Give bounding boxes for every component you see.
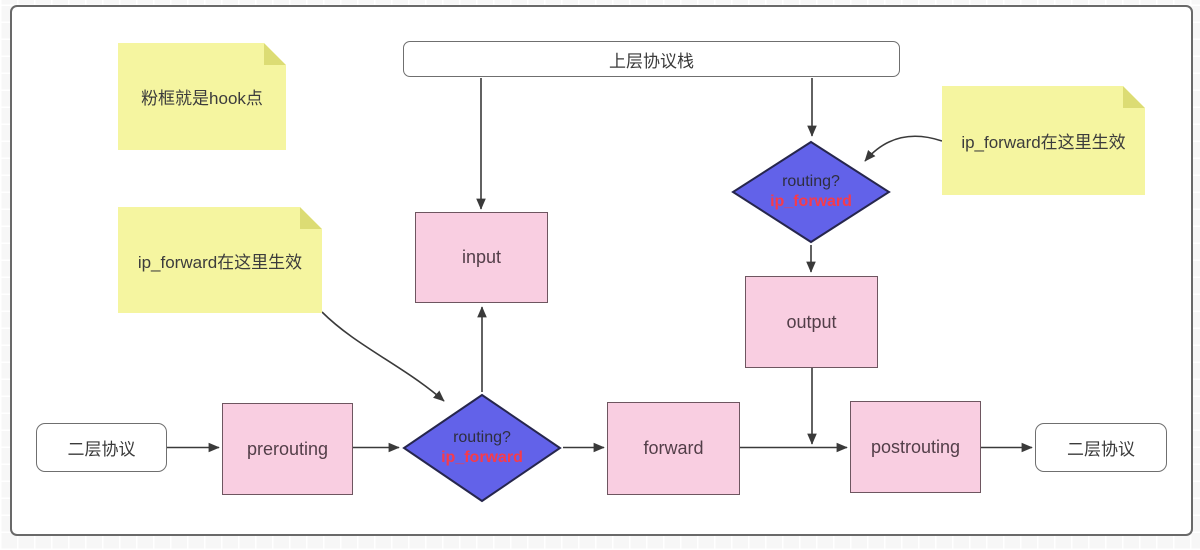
node-hook-prerouting: prerouting: [222, 403, 353, 495]
sticky-note-right-text: ip_forward在这里生效: [961, 133, 1126, 152]
diamond-shape: [402, 393, 562, 503]
node-hook-input: input: [415, 212, 548, 303]
node-postrouting-label: postrouting: [870, 436, 961, 457]
node-forward-label: forward: [643, 438, 704, 458]
node-layer2-right-label: 二层协议: [1067, 440, 1135, 459]
node-hook-forward: forward: [607, 402, 740, 495]
diamond-shape: [731, 140, 891, 244]
decision-routing-upper: routing? ip_forward: [731, 140, 891, 244]
node-layer2-protocol-left: 二层协议: [36, 423, 167, 472]
sticky-note-ipforward-right: ip_forward在这里生效: [942, 86, 1145, 195]
sticky-note-left-text: ip_forward在这里生效: [137, 252, 303, 272]
node-upper-protocol-stack-label: 上层协议栈: [609, 51, 694, 71]
decision-upper-question: routing?: [782, 173, 840, 190]
node-layer2-left-label: 二层协议: [67, 440, 136, 459]
node-hook-output: output: [745, 276, 878, 368]
node-hook-postrouting: postrouting: [850, 401, 981, 493]
sticky-note-hook: 粉框就是hook点: [118, 43, 286, 150]
node-upper-protocol-stack: 上层协议栈: [403, 41, 900, 77]
node-output-label: output: [786, 311, 837, 332]
decision-upper-annotation: ip_forward: [770, 193, 852, 210]
sticky-note-hook-text: 粉框就是hook点: [141, 89, 263, 108]
sticky-note-ipforward-left: ip_forward在这里生效: [118, 207, 322, 313]
node-prerouting-label: prerouting: [246, 438, 329, 459]
node-input-label: input: [461, 247, 502, 267]
decision-routing-lower: routing? ip_forward: [402, 393, 562, 503]
node-layer2-protocol-right: 二层协议: [1035, 423, 1167, 472]
decision-lower-question: routing?: [453, 429, 511, 446]
decision-lower-annotation: ip_forward: [441, 449, 523, 466]
